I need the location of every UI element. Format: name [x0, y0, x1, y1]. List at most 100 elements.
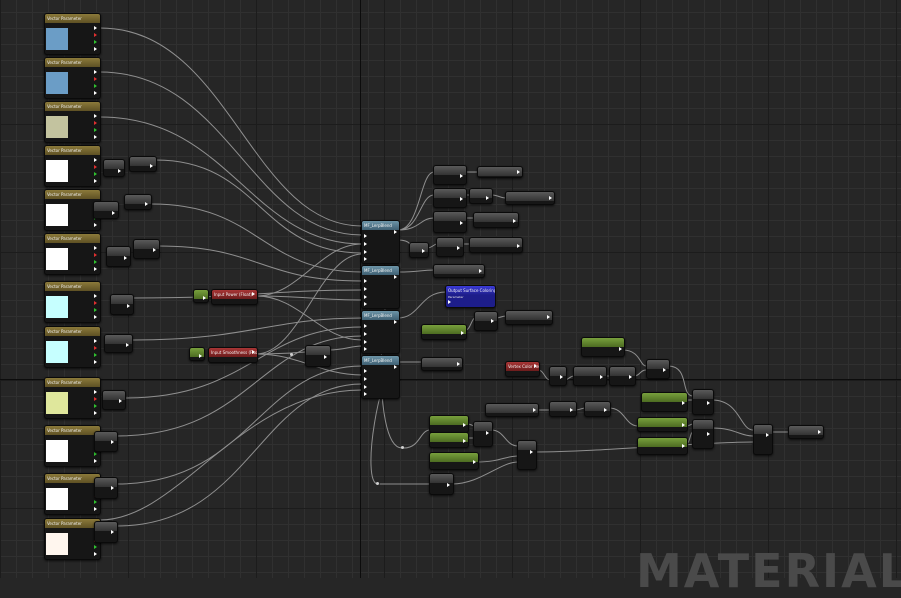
multiply-node[interactable] — [133, 239, 160, 259]
output-pin[interactable] — [94, 260, 97, 264]
output-node[interactable] — [505, 191, 555, 205]
multiply-node[interactable] — [584, 401, 611, 417]
scalar-green-node[interactable] — [581, 337, 625, 357]
lerp-node[interactable] — [753, 424, 773, 455]
mask-node[interactable] — [433, 211, 467, 233]
multiply-node[interactable] — [129, 156, 157, 172]
output-pin[interactable] — [94, 545, 97, 549]
output-pin[interactable] — [94, 353, 97, 357]
output-pin[interactable] — [94, 346, 97, 350]
multiply-node[interactable] — [549, 401, 577, 417]
output-node[interactable] — [433, 264, 485, 278]
lerp-node[interactable] — [517, 440, 537, 470]
oneminus-node[interactable] — [305, 345, 331, 367]
output-node[interactable] — [469, 237, 523, 253]
output-pin[interactable] — [94, 84, 97, 88]
vector-parameter-node[interactable]: Vector Parameter — [44, 425, 101, 467]
output-pin[interactable] — [94, 47, 97, 51]
smoothness-input-node[interactable]: Input Smoothness (Float) — [208, 347, 258, 363]
output-node[interactable] — [505, 310, 553, 325]
output-pin[interactable] — [94, 308, 97, 312]
lerp-blend-function-3[interactable]: MF_LerpBlend — [361, 310, 400, 354]
output-pin[interactable] — [94, 70, 97, 74]
constant-node[interactable] — [189, 347, 205, 361]
lerp-blend-function-4[interactable]: MF_LerpBlend — [361, 355, 400, 399]
output-pin[interactable] — [94, 404, 97, 408]
output-pin[interactable] — [94, 40, 97, 44]
reroute-node[interactable] — [290, 353, 293, 356]
mask-node[interactable] — [433, 188, 467, 208]
vector-parameter-node[interactable]: Vector Parameter — [44, 101, 101, 143]
multiply-node[interactable] — [104, 334, 133, 353]
output-pin[interactable] — [94, 26, 97, 30]
multiply-node[interactable] — [93, 201, 119, 219]
multiply-node[interactable] — [573, 366, 607, 386]
output-pin[interactable] — [94, 339, 97, 343]
lerp-blend-function-2[interactable]: MF_LerpBlend — [361, 265, 400, 309]
output-pin[interactable] — [94, 507, 97, 511]
output-pin[interactable] — [94, 165, 97, 169]
mask-node[interactable] — [436, 237, 464, 257]
multiply-node[interactable] — [106, 246, 131, 267]
output-pin[interactable] — [94, 459, 97, 463]
output-pin[interactable] — [94, 114, 97, 118]
output-pin[interactable] — [94, 315, 97, 319]
output-node[interactable] — [485, 403, 539, 417]
output-pin[interactable] — [94, 172, 97, 176]
multiply-node[interactable] — [469, 188, 493, 204]
vector-parameter-node[interactable]: Vector Parameter — [44, 13, 101, 55]
scalar-green-node[interactable] — [637, 437, 688, 455]
vector-parameter-node[interactable]: Vector Parameter — [44, 57, 101, 99]
output-pin[interactable] — [94, 360, 97, 364]
lerp-node[interactable] — [692, 419, 714, 449]
output-pin[interactable] — [94, 301, 97, 305]
vector-parameter-node[interactable]: Vector Parameter — [44, 233, 101, 275]
scalar-green-node[interactable] — [429, 432, 469, 448]
power-input-node[interactable]: Input Power (Float) — [211, 289, 258, 305]
scalar-green-node[interactable] — [429, 452, 479, 470]
output-pin[interactable] — [94, 33, 97, 37]
output-pin[interactable] — [94, 500, 97, 504]
multiply-node[interactable] — [429, 473, 454, 495]
reroute-node[interactable] — [401, 446, 404, 449]
vector-parameter-node[interactable]: Vector Parameter — [44, 281, 101, 323]
scalar-green-node[interactable] — [421, 324, 467, 340]
lerp-node[interactable] — [473, 421, 493, 447]
output-pin[interactable] — [94, 128, 97, 132]
output-node[interactable] — [477, 166, 523, 178]
scalar-green-node[interactable] — [637, 417, 688, 432]
final-output-node[interactable] — [788, 425, 824, 439]
output-pin[interactable] — [94, 91, 97, 95]
multiply-node[interactable] — [549, 366, 567, 386]
vertex-color-node[interactable]: Vertex Color Red — [505, 361, 540, 377]
mask-node[interactable] — [409, 242, 429, 258]
output-pin[interactable] — [94, 397, 97, 401]
vector-parameter-node[interactable]: Vector Parameter — [44, 377, 101, 419]
output-pin[interactable] — [94, 452, 97, 456]
output-pin[interactable] — [94, 411, 97, 415]
multiply-node[interactable] — [103, 159, 125, 177]
output-pin[interactable] — [94, 552, 97, 556]
output-pin[interactable] — [94, 77, 97, 81]
lerp-blend-function-1[interactable]: MF_LerpBlend — [361, 220, 400, 264]
multiply-node[interactable] — [102, 390, 126, 410]
constant-node[interactable] — [193, 289, 209, 303]
output-pin[interactable] — [94, 246, 97, 250]
output-pin[interactable] — [94, 158, 97, 162]
output-node[interactable] — [421, 357, 463, 371]
multiply-node[interactable] — [94, 477, 118, 499]
output-pin[interactable] — [94, 253, 97, 257]
multiply-node[interactable] — [94, 521, 118, 543]
lerp-node[interactable] — [692, 389, 714, 415]
output-pin[interactable] — [94, 121, 97, 125]
multiply-node[interactable] — [110, 294, 134, 315]
vector-parameter-node[interactable]: Vector Parameter — [44, 326, 101, 368]
scalar-green-node[interactable] — [429, 415, 469, 433]
vector-parameter-node[interactable]: Vector Parameter — [44, 145, 101, 187]
multiply-node[interactable] — [474, 311, 498, 331]
output-pin[interactable] — [94, 390, 97, 394]
lerp-node[interactable] — [646, 359, 670, 379]
vector-parameter-node[interactable]: Vector Parameter — [44, 473, 101, 515]
multiply-node[interactable] — [609, 366, 636, 386]
output-pin[interactable] — [94, 135, 97, 139]
